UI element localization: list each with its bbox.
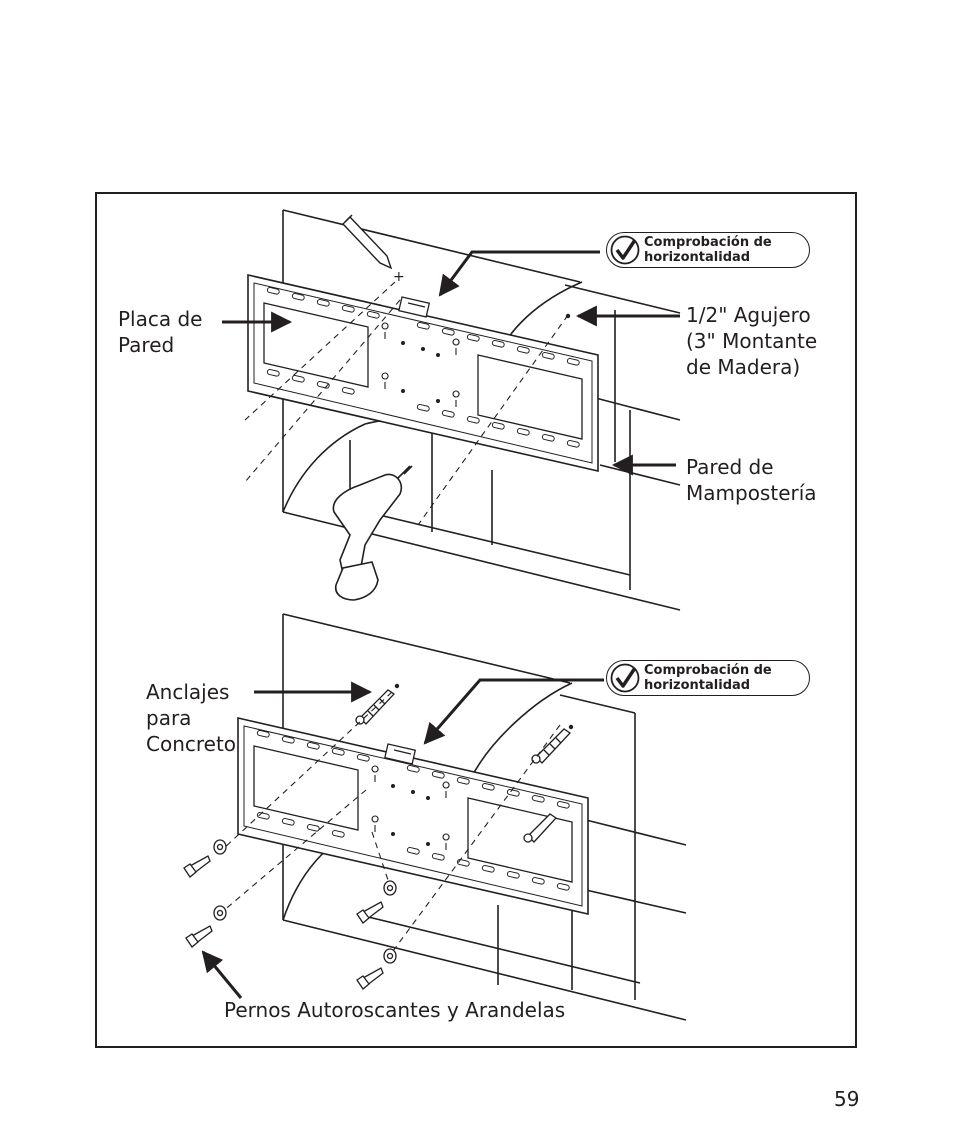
hole-label: 1/2" Agujero (3" Montante de Madera) [686,303,818,379]
level-check-text: Comprobación de horizontalidad [644,235,772,265]
masonry-wall-label: Pared de Mampostería [686,455,817,505]
illustration-frame [95,192,857,1048]
concrete-anchors-label: Anclajes para Concreto [146,680,237,756]
washer-icon [213,905,227,921]
svg-text:+: + [393,269,405,285]
drill-icon [332,465,413,601]
anchor-icon [355,689,395,725]
bubble-level-icon [384,743,417,765]
check-icon [610,663,640,693]
check-icon [610,235,640,265]
pencil-icon [342,214,393,270]
bolt-icon [356,967,384,990]
bolt-icon [356,901,384,924]
level-check-badge-bottom: Comprobación de horizontalidad [606,660,810,696]
washer-icon [383,880,397,896]
bolt-icon [185,925,213,948]
bolt-icon [183,855,211,878]
level-check-badge-top: Comprobación de horizontalidad [606,232,810,268]
washer-icon [383,948,397,964]
anchor-icon [531,728,571,764]
level-check-text: Comprobación de horizontalidad [644,663,772,693]
bolts-washers-label: Pernos Autoroscantes y Arandelas [224,998,566,1022]
washer-icon [213,839,227,855]
wall-plate-label: Placa de Pared [118,307,203,357]
anchor-icon [523,813,557,843]
page-number: 59 [834,1087,860,1111]
bubble-level-icon [398,296,431,318]
